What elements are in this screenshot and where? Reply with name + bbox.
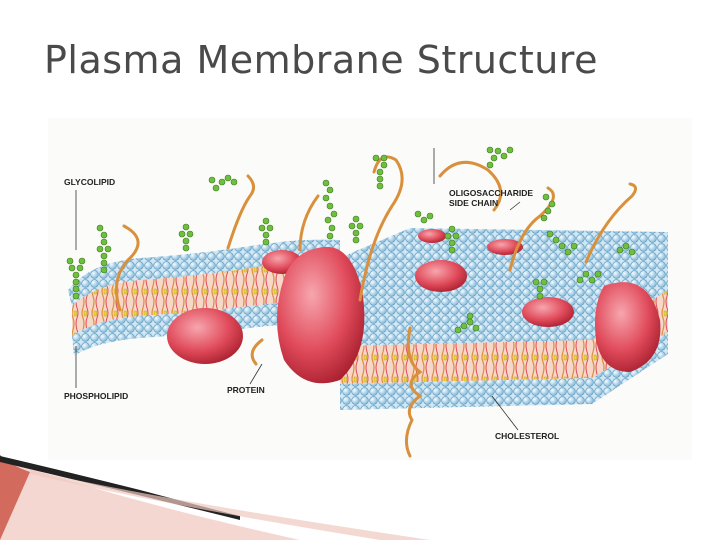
strand-g — [250, 338, 264, 366]
slide-title: Plasma Membrane Structure — [44, 38, 598, 82]
label-protein: PROTEIN — [227, 385, 265, 395]
sugar-chain-14 — [454, 312, 480, 334]
slab-front-lower-heads — [340, 378, 592, 410]
tail-layer — [72, 261, 340, 336]
strand-glycolipid — [114, 224, 140, 312]
sugar-chain-6 — [322, 179, 338, 240]
protein-right-top — [487, 239, 523, 255]
slab-front-upper-heads — [340, 320, 592, 346]
protein-strands — [114, 155, 637, 458]
strand-f — [584, 182, 637, 264]
label-cholesterol: CHOLESTEROL — [495, 431, 559, 441]
oligosaccharide-chains — [66, 146, 636, 334]
slab-top-surface — [330, 228, 668, 326]
sugar-chain-4 — [258, 217, 274, 246]
sugar-chain-11 — [540, 193, 556, 222]
sugar-chain-1 — [66, 257, 86, 300]
sugar-chain-17 — [414, 210, 434, 224]
sugar-chain-2 — [96, 224, 112, 274]
slab-front-tails — [340, 340, 592, 384]
label-glycolipid: GLYCOLIPID — [64, 177, 115, 187]
sugar-chain-5 — [208, 174, 238, 192]
sugar-chain-13 — [532, 278, 548, 300]
strand-coil — [405, 326, 423, 458]
leader-protein — [249, 363, 263, 385]
label-phospholipid: PHOSPHOLIPID — [64, 391, 128, 401]
swoosh-pink — [0, 458, 300, 540]
label-oligosaccharide-line2: SIDE CHAIN — [449, 198, 498, 208]
protein-mid-top — [418, 229, 446, 243]
protein-front — [522, 297, 574, 327]
leader-cholesterol — [491, 395, 519, 431]
sugar-chain-12 — [546, 230, 578, 256]
sugar-chain-10 — [486, 146, 514, 169]
proteins — [167, 229, 661, 384]
swoosh-red — [0, 455, 30, 540]
sugar-chain-15 — [576, 270, 602, 284]
sugar-chain-3 — [178, 223, 194, 252]
label-oligosaccharide-line1: OLIGOSACCHARIDE — [449, 188, 533, 198]
strand-a — [226, 174, 255, 250]
sugar-chain-8 — [372, 154, 388, 190]
protein-large-center — [277, 246, 365, 384]
sugar-chain-9 — [444, 225, 460, 254]
protein-mid — [415, 260, 467, 292]
leader-oligosaccharide-2 — [509, 201, 521, 211]
sugar-chain-7 — [348, 215, 364, 244]
protein-left — [167, 308, 243, 364]
strand-b — [298, 194, 320, 252]
strand-d — [438, 160, 503, 212]
strand-e — [508, 186, 555, 272]
sugar-chain-16 — [616, 242, 636, 256]
leader-lines — [75, 148, 521, 431]
protein-right-edge — [595, 282, 661, 372]
